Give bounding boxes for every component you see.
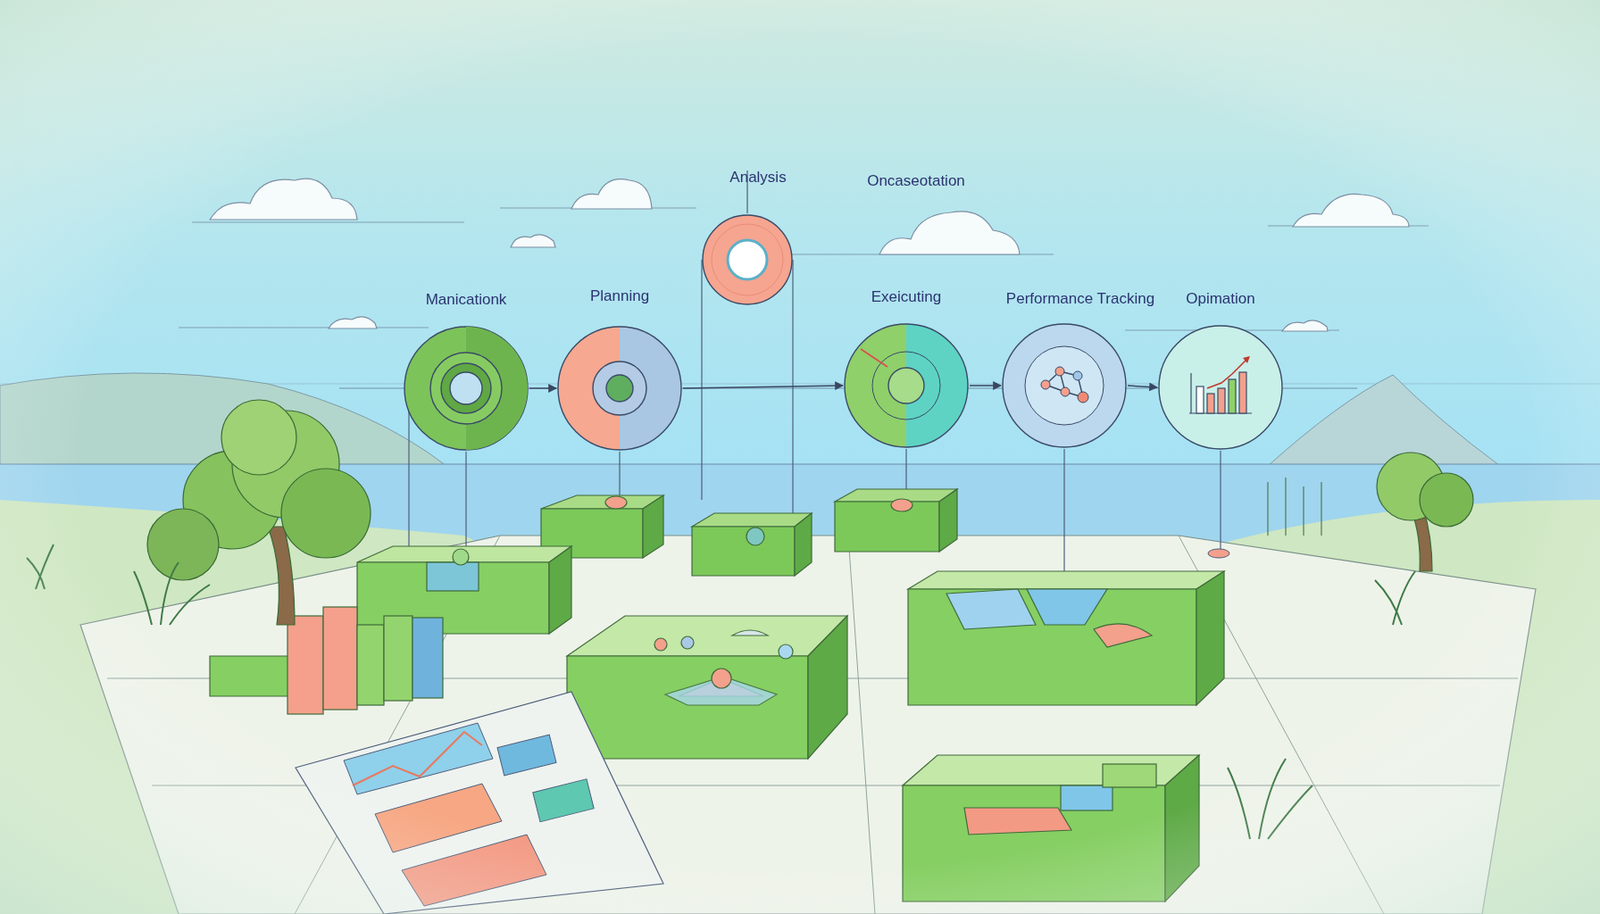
- circle-shape: [1157, 324, 1284, 451]
- circle-shape: [700, 213, 794, 307]
- stage-label: Exeicuting: [871, 288, 942, 307]
- flow-arrow: [969, 384, 1001, 386]
- stage-circle: Planning: [556, 325, 684, 452]
- stage-circle: Manicationk: [402, 325, 530, 452]
- flow-arrow: [683, 385, 843, 389]
- stage-circle: Analysis: [700, 213, 794, 307]
- circle-shape: [556, 325, 684, 452]
- circle-shape: [402, 325, 530, 452]
- flow-arrow: [1127, 385, 1158, 388]
- flow-arrow: [529, 387, 557, 389]
- stage-label: Performance Tracking: [1006, 290, 1155, 309]
- stage-circle: Performance Tracking: [1000, 322, 1128, 450]
- stage-circle: Exeicuting: [842, 322, 970, 450]
- stage-label: Analysis: [729, 168, 786, 187]
- stage-circle: Opimation: [1157, 324, 1284, 451]
- stage-label: Manicationk: [425, 291, 508, 309]
- stage-label: Planning: [590, 287, 650, 306]
- stage-label: Opimation: [1185, 290, 1255, 309]
- circle-shape: [842, 322, 970, 450]
- floating-label: Oncaseotation: [866, 172, 966, 191]
- circle-shape: [1000, 322, 1128, 450]
